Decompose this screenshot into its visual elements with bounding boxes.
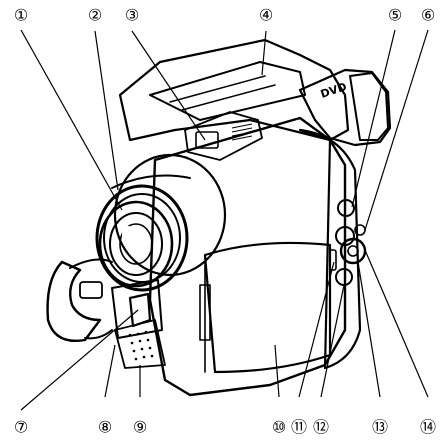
leader-13 [357,261,381,398]
callout-1: ① [14,6,28,25]
camcorder-illustration: DVD [46,38,392,397]
callout-labels: ① ② ③ ④ ⑤ ⑥ ⑦ ⑧ ⑨ ⑩ ⑪ ⑫ ⑬ ⑭ [14,6,436,437]
leader-10 [274,344,280,398]
callout-14: ⑭ [420,418,436,437]
leader-5 [351,29,396,208]
callout-7: ⑦ [14,418,28,437]
leader-4 [261,30,267,76]
leader-11 [298,261,335,398]
leader-6 [364,29,429,231]
callout-8: ⑧ [98,418,112,437]
dvd-logo-text: DVD [319,80,348,101]
callout-12: ⑫ [313,418,329,437]
leader-3 [131,30,206,141]
leader-7 [20,309,139,411]
leader-2 [94,30,119,191]
callout-10: ⑩ [272,418,286,437]
leader-14 [364,249,429,398]
callout-4: ④ [259,6,273,25]
leader-lines [20,29,429,411]
callout-2: ② [88,6,102,25]
viewfinder-badge: DVD [319,80,348,101]
leader-1 [20,29,123,211]
leader-8 [104,344,116,398]
callout-13: ⑬ [372,418,388,437]
callout-3: ③ [125,6,139,25]
leader-12 [320,284,345,398]
callout-9: ⑨ [133,418,147,437]
callout-11: ⑪ [291,418,307,437]
callout-5: ⑤ [388,6,402,25]
callout-6: ⑥ [421,6,435,25]
